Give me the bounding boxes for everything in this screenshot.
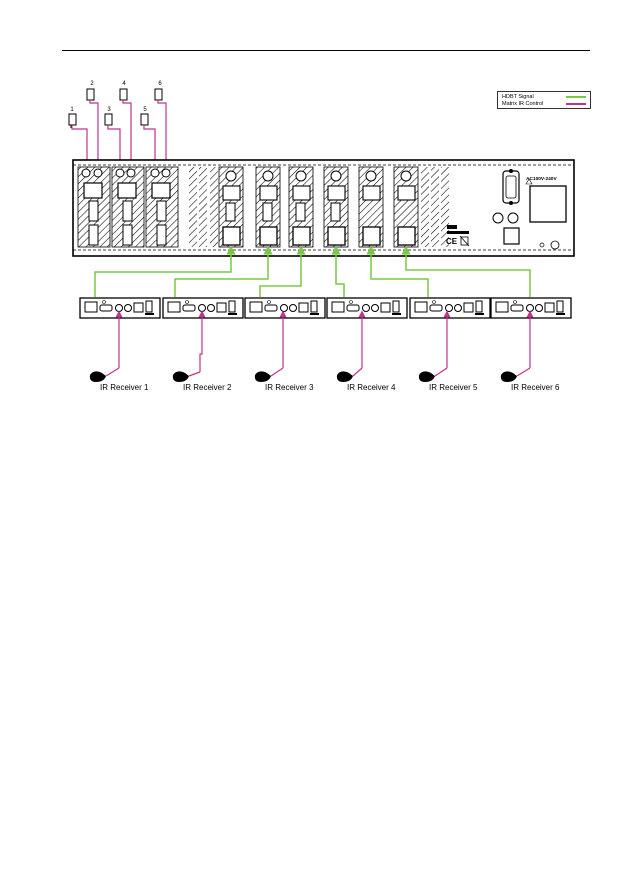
- matrix-rear-panel: CE AC100V-240V: [72, 159, 575, 257]
- ir-emitter-4: 4: [119, 81, 128, 101]
- ir-emitters: 1 2 3 4 5 6: [68, 81, 163, 128]
- output-module-4: [323, 166, 349, 248]
- legend-ir-swatch: [566, 103, 586, 105]
- legend-hdbt-label: HDBT Signal: [502, 93, 534, 100]
- emitter-number-5: 5: [143, 107, 147, 113]
- ir-receiver-3: IR Receiver 3: [254, 367, 314, 392]
- warning-icon: [525, 178, 533, 185]
- ir-emitter-1: 1: [68, 107, 77, 128]
- emitter-number-3: 3: [107, 107, 111, 113]
- rs232-port: [502, 169, 520, 205]
- power-label: AC100V-240V: [526, 176, 557, 182]
- weee-bin-icon: [460, 236, 469, 246]
- receiver-1: [79, 297, 161, 319]
- ir-receiver-label-5: IR Receiver 5: [429, 383, 478, 392]
- receiver-2: [162, 297, 244, 319]
- ir-emitter-6: 6: [154, 81, 163, 101]
- input-module-2: [111, 166, 145, 248]
- ir-receiver-label-4: IR Receiver 4: [347, 383, 396, 392]
- emitter-head-icon: [86, 88, 95, 101]
- ir-receiver-eye-icon: [336, 371, 353, 382]
- output-module-5: [358, 166, 384, 248]
- output-module-3: [288, 166, 314, 248]
- ir-receiver-eye-icon: [172, 371, 189, 382]
- power-socket: [529, 185, 567, 223]
- ir-receiver-cables: [115, 310, 534, 372]
- ir-receiver-2: IR Receiver 2: [172, 371, 232, 392]
- ir-receiver-eye-icon: [500, 371, 517, 382]
- ce-mark-icon: CE: [446, 237, 458, 246]
- hdbt-cables: [94, 245, 531, 297]
- receiver-5: [409, 297, 491, 319]
- ir-receiver-label-1: IR Receiver 1: [100, 383, 149, 392]
- ir-emitter-5: 5: [140, 107, 149, 126]
- ir-receiver-eye-icon: [254, 371, 271, 382]
- emitter-head-icon: [68, 113, 77, 126]
- cert-block-icon: [447, 225, 457, 229]
- ir-receiver-eye-icon: [89, 371, 106, 382]
- output-module-2: [255, 166, 281, 248]
- ir-receiver-4: IR Receiver 4: [336, 367, 396, 392]
- output-module-1: [218, 166, 244, 248]
- ir-receiver-label-2: IR Receiver 2: [183, 383, 232, 392]
- receiver-6: [490, 297, 572, 319]
- ir-receiver-eye-icon: [418, 371, 435, 382]
- ir-receiver-5: IR Receiver 5: [418, 367, 478, 392]
- emitter-head-icon: [104, 113, 113, 126]
- input-module-3: [145, 166, 179, 248]
- ir-receiver-1: IR Receiver 1: [89, 367, 149, 392]
- receiver-4: [326, 297, 408, 319]
- ir-receiver-label-6: IR Receiver 6: [511, 383, 560, 392]
- tcp-ip-port: [503, 227, 520, 245]
- emitter-number-1: 1: [70, 107, 74, 113]
- legend-hdbt-swatch: [566, 96, 586, 98]
- receiver-3: [244, 297, 326, 319]
- ir-receiver-6: IR Receiver 6: [500, 367, 560, 392]
- emitter-head-icon: [154, 88, 163, 101]
- receivers: [79, 297, 572, 319]
- ir-receiver-label-3: IR Receiver 3: [265, 383, 314, 392]
- legend-ir-label: Matrix IR Control: [502, 100, 544, 107]
- input-module-1: [77, 166, 111, 248]
- ir-receivers: IR Receiver 1 IR Receiver 2 IR Receiver …: [89, 367, 560, 392]
- ir-emitter-3: 3: [104, 107, 113, 126]
- emitter-head-icon: [119, 88, 128, 101]
- header-rule: [62, 50, 590, 51]
- ground-icon: [550, 240, 560, 250]
- emitter-head-icon: [140, 113, 149, 126]
- ir-emitter-cables: [71, 100, 170, 170]
- emitter-number-2: 2: [90, 81, 94, 87]
- ir-emitter-2: 2: [86, 81, 95, 101]
- output-module-6: [393, 166, 419, 248]
- emitter-number-4: 4: [122, 81, 126, 87]
- legend: HDBT Signal Matrix IR Control: [497, 91, 591, 109]
- emitter-number-6: 6: [158, 81, 162, 87]
